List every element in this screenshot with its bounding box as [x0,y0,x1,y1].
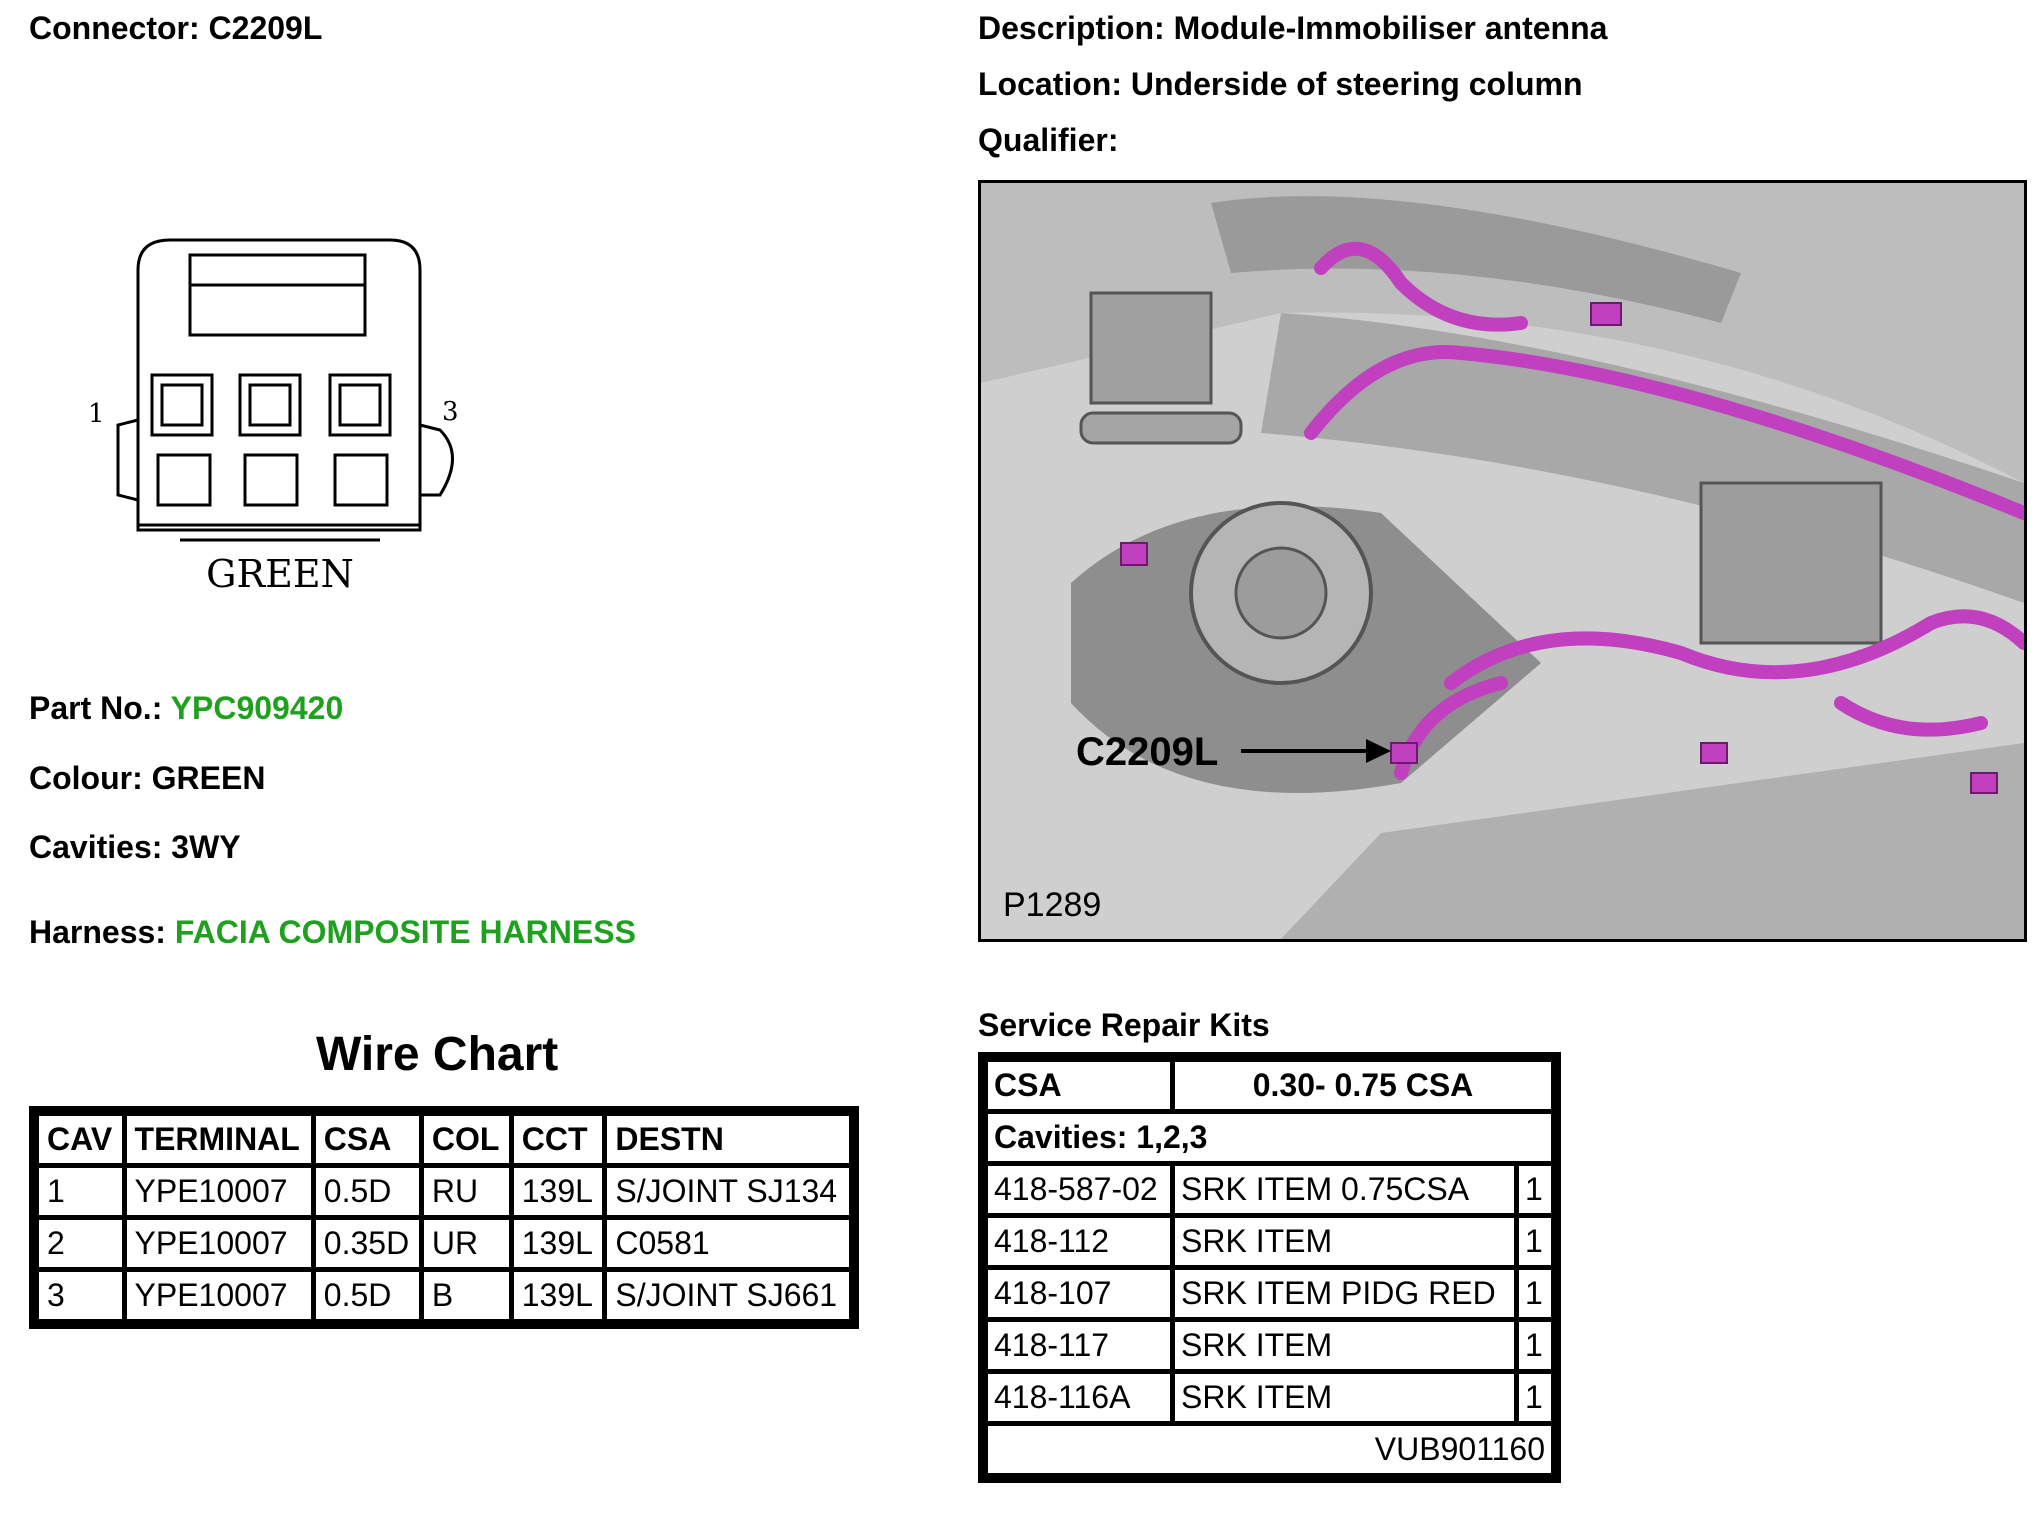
table-row: 2 YPE10007 0.35D UR 139L C0581 [39,1220,849,1267]
illustration-ref: P1289 [1003,886,1101,924]
table-row: 418-107 SRK ITEM PIDG RED 1 [988,1270,1551,1317]
cell: 1 [1519,1270,1551,1317]
cell: YPE10007 [126,1272,311,1319]
table-row: 418-112 SRK ITEM 1 [988,1218,1551,1265]
cell: 1 [1519,1374,1551,1421]
connector-label: Connector: [29,10,200,46]
table-row: 418-587-02 SRK ITEM 0.75CSA 1 [988,1166,1551,1213]
part-no-line: Part No.: YPC909420 [29,690,343,727]
cell: SRK ITEM [1175,1218,1514,1265]
location-line: Location: Underside of steering column [978,66,1583,103]
cell: RU [423,1168,509,1215]
csa-value: 0.30- 0.75 CSA [1175,1062,1551,1109]
wire-chart-title: Wire Chart [316,1028,559,1081]
table-row: 418-116A SRK ITEM 1 [988,1374,1551,1421]
cell: 139L [513,1220,603,1267]
cell: S/JOINT SJ661 [607,1272,849,1319]
col-terminal-header: TERMINAL [126,1116,311,1163]
kits-cavities-row: Cavities: 1,2,3 [988,1114,1551,1161]
cell: 0.5D [315,1168,419,1215]
pin-1-label: 1 [88,399,105,429]
cell: UR [423,1220,509,1267]
table-row: 418-117 SRK ITEM 1 [988,1322,1551,1369]
cell: 0.5D [315,1272,419,1319]
cell: SRK ITEM [1175,1374,1514,1421]
col-cct-header: CCT [513,1116,603,1163]
cell: 418-587-02 [988,1166,1170,1213]
harness-line: Harness: FACIA COMPOSITE HARNESS [29,914,636,951]
table-row: 1 YPE10007 0.5D RU 139L S/JOINT SJ134 [39,1168,849,1215]
cell: SRK ITEM PIDG RED [1175,1270,1514,1317]
cell: SRK ITEM 0.75CSA [1175,1166,1514,1213]
service-kits-title: Service Repair Kits [978,1007,1270,1043]
cell: 1 [1519,1322,1551,1369]
cell: 418-107 [988,1270,1170,1317]
cell: YPE10007 [126,1168,311,1215]
cell: C0581 [607,1220,849,1267]
kits-cavities: Cavities: 1,2,3 [988,1114,1551,1161]
col-col-header: COL [423,1116,509,1163]
cell: S/JOINT SJ134 [607,1168,849,1215]
part-no-label: Part No.: [29,690,163,726]
cavities-value: 3WY [171,829,241,865]
location-value: Underside of steering column [1130,66,1583,102]
cell: 1 [1519,1166,1551,1213]
cell: 2 [39,1220,122,1267]
kit-ref: VUB901160 [988,1426,1551,1473]
cell: 3 [39,1272,122,1319]
service-kits-table: CSA 0.30- 0.75 CSA Cavities: 1,2,3 418-5… [978,1052,1561,1483]
part-no-value: YPC909420 [170,690,344,726]
description-label: Description: [978,10,1165,46]
wire-chart-header-row: CAV TERMINAL CSA COL CCT DESTN [39,1116,849,1163]
wire-chart-table: CAV TERMINAL CSA COL CCT DESTN 1 YPE1000… [29,1106,859,1329]
cell: B [423,1272,509,1319]
connector-callout: C2209L [1076,730,1218,774]
connector-line: Connector: C2209L [29,10,322,47]
colour-value: GREEN [151,760,266,796]
cell: YPE10007 [126,1220,311,1267]
cell: 418-112 [988,1218,1170,1265]
dashboard-drawing: C2209L P1289 [981,183,2024,939]
location-label: Location: [978,66,1122,102]
col-csa-header: CSA [315,1116,419,1163]
cell: 139L [513,1272,603,1319]
colour-label: Colour: [29,760,143,796]
qualifier-line: Qualifier: [978,122,1118,159]
kits-footer-row: VUB901160 [988,1426,1551,1473]
cell: SRK ITEM [1175,1322,1514,1369]
kits-csa-row: CSA 0.30- 0.75 CSA [988,1062,1551,1109]
pin-3-label: 3 [442,397,459,427]
colour-line: Colour: GREEN [29,760,265,797]
cell: 0.35D [315,1220,419,1267]
cell: 418-117 [988,1322,1170,1369]
connector-colour-label: GREEN [206,552,354,596]
cell: 139L [513,1168,603,1215]
cavities-line: Cavities: 3WY [29,829,241,866]
harness-value: FACIA COMPOSITE HARNESS [174,914,636,950]
qualifier-label: Qualifier: [978,122,1119,158]
description-value: Module-Immobiliser antenna [1173,10,1608,46]
harness-label: Harness: [29,914,166,950]
cell: 1 [39,1168,122,1215]
connector-value: C2209L [208,10,323,46]
cell: 1 [1519,1218,1551,1265]
table-row: 3 YPE10007 0.5D B 139L S/JOINT SJ661 [39,1272,849,1319]
description-line: Description: Module-Immobiliser antenna [978,10,1607,47]
location-illustration: C2209L P1289 [978,180,2027,942]
cavities-label: Cavities: [29,829,163,865]
col-destn-header: DESTN [607,1116,849,1163]
cell: 418-116A [988,1374,1170,1421]
connector-face-diagram: 1 3 GREEN [88,238,459,596]
col-cav-header: CAV [39,1116,122,1163]
csa-label: CSA [988,1062,1170,1109]
